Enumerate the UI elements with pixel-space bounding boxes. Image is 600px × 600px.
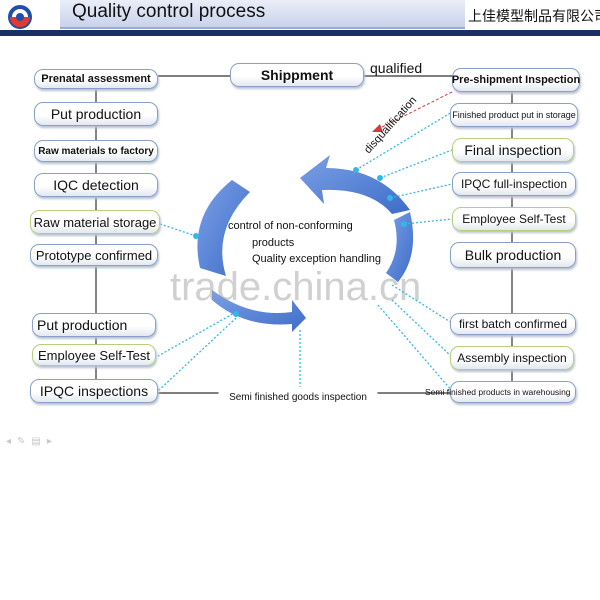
right-step-3: Final inspection xyxy=(452,138,574,162)
shipment-label: Shippment xyxy=(260,67,334,83)
right-step-6: Bulk production xyxy=(450,242,576,268)
dotted-links xyxy=(157,111,453,395)
right-step-1: Pre-shipment Inspection xyxy=(452,68,580,92)
forward-icon[interactable]: ▸ xyxy=(46,436,58,447)
right-step-9: Semi finished products in warehousing xyxy=(425,381,576,403)
menu-icon[interactable]: ▤ xyxy=(31,436,47,447)
left-step-7: Put production xyxy=(32,313,156,337)
qualified-label: qualified xyxy=(370,60,423,76)
right-step-2: Finished product put in storage xyxy=(450,103,578,127)
center-line-3: Quality exception handling xyxy=(252,253,382,265)
cycle-arrow-top xyxy=(300,155,410,214)
right-step-4: IPQC full-inspection xyxy=(452,172,576,196)
header: Quality control process 上佳模型制品有限公司 xyxy=(0,0,600,30)
center-line-1: control of non-conforming xyxy=(228,220,353,232)
title-banner xyxy=(60,0,465,29)
left-step-6: Prototype confirmed xyxy=(30,244,158,266)
left-step-4: IQC detection xyxy=(34,173,158,197)
left-step-3: Raw materials to factory xyxy=(34,140,158,162)
header-divider xyxy=(0,30,600,36)
back-icon[interactable]: ◂ xyxy=(6,436,18,447)
box-semi-finished-inspection: Semi finished goods inspection xyxy=(218,387,378,407)
cycle-arrow-bottom xyxy=(212,290,306,332)
pen-icon[interactable]: ✎ xyxy=(17,436,32,447)
left-step-5: Raw material storage xyxy=(30,210,160,234)
left-step-8: Employee Self-Test xyxy=(32,344,156,366)
slide-controls: ◂✎▤▸ xyxy=(6,436,58,447)
box-shipment: Shippment xyxy=(230,63,364,87)
left-step-1: Prenatal assessment xyxy=(34,69,158,89)
right-step-5: Employee Self-Test xyxy=(452,207,576,231)
cycle-arrow-right xyxy=(386,212,414,282)
watermark: trade.china.cn xyxy=(170,265,422,309)
center-line-2: products xyxy=(252,237,295,249)
company-logo-icon xyxy=(8,5,32,29)
cycle-arrow-left xyxy=(197,180,250,276)
page-title: Quality control process xyxy=(72,1,266,22)
right-step-8: Assembly inspection xyxy=(450,346,574,370)
left-step-9: IPQC inspections xyxy=(30,379,158,403)
right-step-7: first batch confirmed xyxy=(450,313,576,335)
company-name: 上佳模型制品有限公司 xyxy=(468,8,600,24)
left-step-2: Put production xyxy=(34,102,158,126)
